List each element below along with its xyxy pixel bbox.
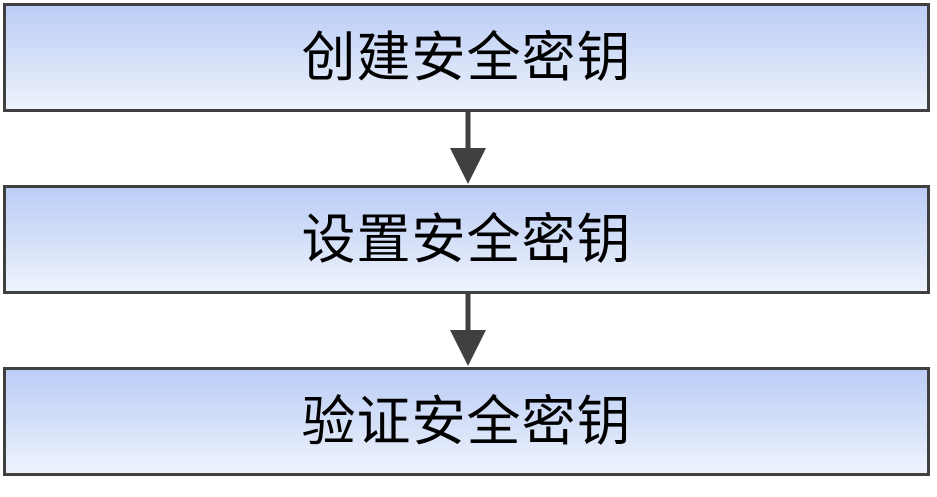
step-create-key-box: 创建安全密钥 [3, 3, 930, 112]
down-arrow-icon [450, 112, 486, 184]
down-arrow-icon [450, 294, 486, 366]
step-verify-key-box: 验证安全密钥 [3, 367, 930, 476]
step-set-key-label: 设置安全密钥 [301, 207, 632, 271]
step-create-key-label: 创建安全密钥 [301, 25, 632, 89]
step-verify-key-label: 验证安全密钥 [301, 389, 632, 453]
step-set-key-box: 设置安全密钥 [3, 185, 930, 294]
